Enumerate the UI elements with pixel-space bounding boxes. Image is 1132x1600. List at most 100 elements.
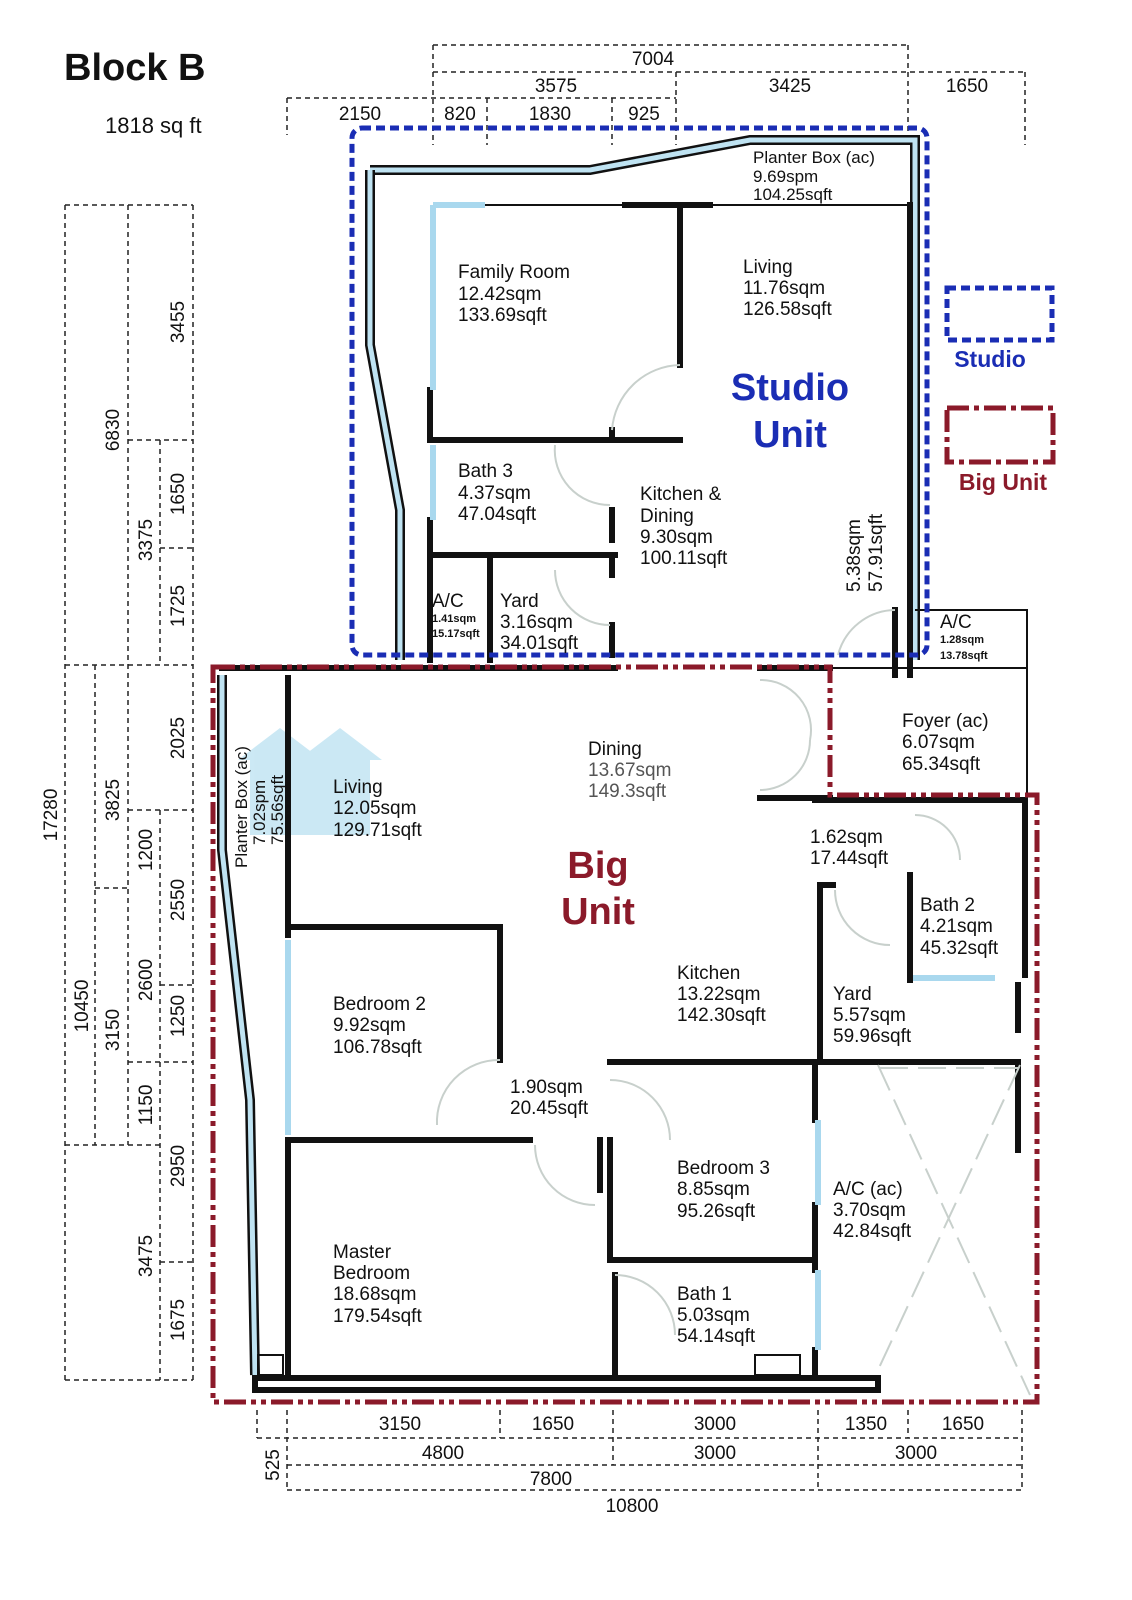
room-area: 100.11sqft [640, 548, 728, 569]
room-studio-yard: Yard 3.16sqm 34.01sqft [500, 591, 579, 654]
room-area: 142.30sqft [677, 1005, 766, 1026]
total-area: 1818 sq ft [105, 113, 202, 138]
dim-label: 2600 [136, 959, 157, 1001]
big-unit-label: Big [567, 845, 628, 887]
room-area: 1.28sqm [940, 634, 984, 646]
room-area: 7.02spm [250, 780, 269, 845]
room-area: 8.85sqm [677, 1179, 750, 1200]
dim-label: 7004 [632, 49, 675, 70]
dim-label: 3000 [694, 1443, 736, 1464]
ac-ledge-cross [877, 1064, 1031, 1396]
dim-label: 3455 [168, 301, 189, 343]
room-bedroom-3: Bedroom 3 8.85sqm 95.26sqft [677, 1158, 770, 1222]
big-unit-walls [219, 665, 1028, 1393]
dim-label: 1650 [946, 76, 988, 97]
room-area: 47.04sqft [458, 504, 537, 525]
room-name: Kitchen [677, 963, 740, 984]
dim-label: 820 [444, 104, 476, 125]
room-name: Yard [500, 591, 539, 612]
room-area: 18.68sqm [333, 1284, 416, 1305]
room-area: 57.91sqft [866, 513, 887, 592]
big-unit-label: Unit [561, 891, 635, 933]
room-studio-living: Living 11.76sqm 126.58sqft [743, 257, 832, 320]
dim-label: 1830 [529, 104, 571, 125]
room-area: 42.84sqft [833, 1221, 912, 1242]
room-name: Planter Box (ac) [232, 746, 251, 868]
dim-label: 3000 [895, 1443, 937, 1464]
legend-studio-swatch [944, 285, 1055, 343]
room-area: 1.41sqm [432, 613, 476, 625]
dim-label: 3575 [535, 76, 577, 97]
dim-label: 1675 [168, 1299, 189, 1341]
plan-title: Block B [64, 47, 205, 89]
room-name: Bath 1 [677, 1284, 732, 1305]
dim-label: 7800 [530, 1469, 572, 1490]
room-name: A/C [940, 612, 972, 633]
room-dining: Dining 13.67sqm 149.3sqft [588, 739, 671, 802]
room-big-yard: Yard 5.57sqm 59.96sqft [833, 984, 912, 1047]
room-name: Family Room [458, 262, 570, 283]
room-name: A/C [432, 591, 464, 612]
dim-label: 3825 [103, 779, 124, 821]
room-bedroom-2: Bedroom 2 9.92sqm 106.78sqft [333, 994, 426, 1058]
dim-label: 6830 [103, 409, 124, 451]
dim-label: 1150 [136, 1085, 157, 1126]
room-area: 13.67sqm [588, 760, 671, 781]
room-name: Bedroom 3 [677, 1158, 770, 1179]
room-name: Bedroom 2 [333, 994, 426, 1015]
room-hall: 1.90sqm 20.45sqft [510, 1077, 589, 1119]
legend-big-unit-swatch [944, 405, 1056, 465]
big-unit-boundary [210, 664, 1040, 1405]
room-studio-corridor: 5.38sqm 57.91sqft [844, 513, 887, 592]
dim-label: 1250 [168, 995, 189, 1037]
dim-label: 1650 [942, 1414, 984, 1435]
room-area: 5.57sqm [833, 1005, 906, 1026]
room-name: Bedroom [333, 1263, 410, 1284]
dim-label: 17280 [41, 789, 62, 842]
room-area: 34.01sqft [500, 633, 579, 654]
dim-label: 2025 [168, 717, 189, 759]
room-studio-ac: A/C 1.41sqm 15.17sqft [432, 591, 480, 640]
room-kitchen-dining: Kitchen & Dining 9.30sqm 100.11sqft [640, 484, 728, 569]
room-bath-3: Bath 3 4.37sqm 47.04sqft [458, 461, 537, 525]
room-area: 11.76sqm [743, 278, 825, 299]
room-name: Dining [588, 739, 642, 760]
dim-label: 525 [263, 1449, 284, 1481]
room-bath-2: Bath 2 4.21sqm 45.32sqft [920, 895, 999, 959]
room-planter-top: Planter Box (ac) 9.69spm 104.25sqft [753, 148, 875, 204]
room-area: 126.58sqft [743, 299, 832, 320]
room-area: 15.17sqft [432, 628, 480, 640]
room-name: Planter Box (ac) [753, 148, 875, 167]
room-area: 12.42sqm [458, 284, 541, 305]
room-master-bedroom: Master Bedroom 18.68sqm 179.54sqft [333, 1242, 422, 1327]
room-name: Yard [833, 984, 872, 1005]
room-area: 13.22sqm [677, 984, 760, 1005]
planter-left [217, 675, 260, 1376]
room-area: 6.07sqm [902, 732, 975, 753]
dim-label: 2950 [168, 1145, 189, 1187]
room-area: 75.56sqft [268, 775, 287, 845]
dim-label: 3150 [103, 1009, 124, 1051]
room-area: 9.30sqm [640, 527, 713, 548]
room-area: 9.69spm [753, 167, 818, 186]
dim-label: 10450 [72, 980, 93, 1033]
dim-label: 1350 [845, 1414, 887, 1435]
legend-studio-label: Studio [954, 346, 1026, 372]
house-watermark-icon [238, 728, 382, 835]
room-name: Living [743, 257, 793, 278]
room-area: 5.03sqm [677, 1305, 750, 1326]
room-ac-right: A/C 1.28sqm 13.78sqft [940, 612, 988, 662]
room-area: 13.78sqft [940, 650, 988, 662]
dim-label: 4800 [422, 1443, 464, 1464]
dim-label: 1725 [168, 585, 189, 627]
studio-unit-label: Unit [753, 414, 827, 456]
room-kitchen: Kitchen 13.22sqm 142.30sqft [677, 963, 766, 1026]
room-big-living: Living 12.05sqm 129.71sqft [333, 777, 422, 841]
room-area: 45.32sqft [920, 938, 999, 959]
dim-label: 3375 [136, 519, 157, 561]
room-name: Bath 3 [458, 461, 513, 482]
room-name: Living [333, 777, 383, 798]
dim-label: 1650 [168, 473, 189, 515]
legend: Studio Big Unit [944, 285, 1056, 495]
